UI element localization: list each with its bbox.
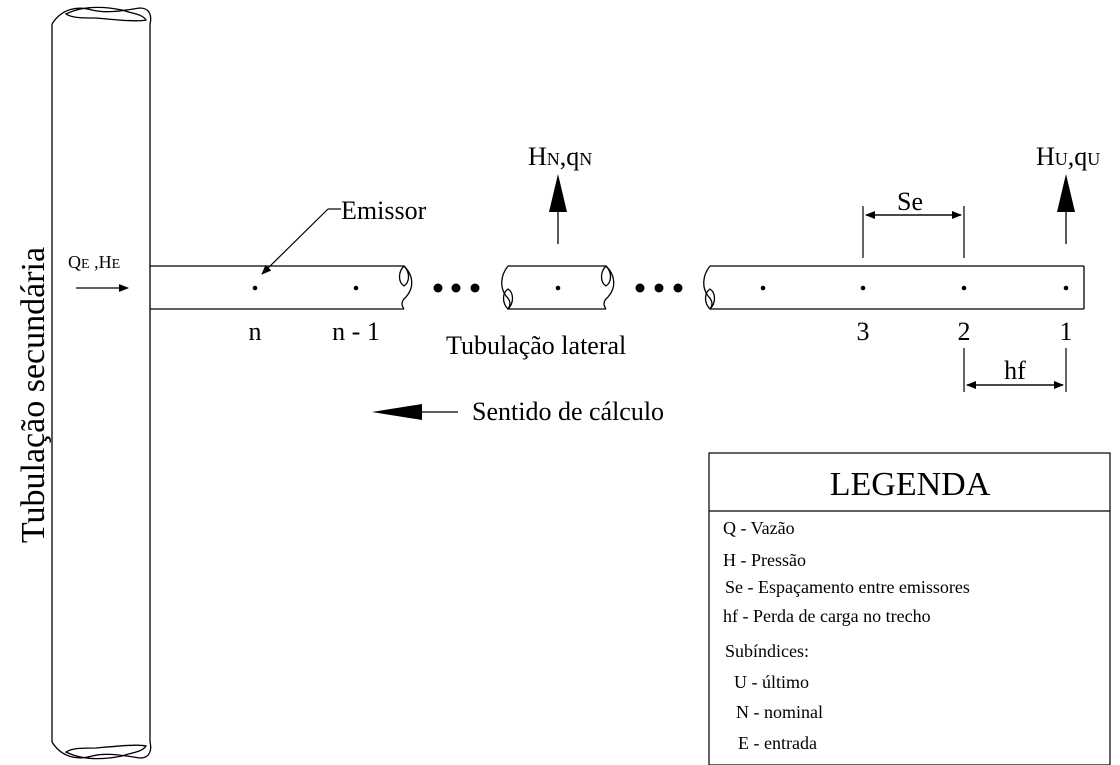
last-output-arrow [1057, 174, 1075, 244]
spacing-label: Se [897, 187, 923, 216]
inlet-label: QE ,HE [68, 252, 120, 272]
emitter-number-3: 3 [857, 317, 870, 346]
emitter-leader-arrow [261, 208, 329, 275]
legend: LEGENDA Q - Vazão H - Pressão Se - Espaç… [708, 452, 1111, 765]
emitters [252, 285, 1069, 291]
secondary-pipe-label: Tubulação secundária [15, 247, 52, 543]
continuation-dots [433, 283, 683, 293]
direction-label: Sentido de cálculo [472, 397, 664, 426]
secondary-pipe [51, 6, 152, 760]
emitter-number-n: n [249, 317, 262, 346]
nominal-output-arrow [549, 174, 567, 244]
legend-item: N - nominal [736, 702, 823, 722]
emitter-dot [760, 285, 766, 291]
headloss-label: hf [1004, 356, 1026, 385]
emitter-dot [1063, 285, 1069, 291]
legend-item: Q - Vazão [723, 518, 795, 538]
emitter-number-1: 1 [1060, 317, 1073, 346]
spacing-dimension [862, 206, 965, 258]
legend-item: Subíndices: [725, 641, 809, 661]
legend-item: H - Pressão [723, 550, 806, 570]
legend-item: E - entrada [738, 733, 817, 753]
headloss-dimension [963, 348, 1067, 392]
lateral-pipe-label: Tubulação lateral [446, 331, 626, 360]
emitter-dot [252, 285, 258, 291]
nominal-output-label: HN,qN [528, 142, 592, 171]
emitter-number-n-minus-1: n - 1 [332, 317, 380, 346]
direction-arrow [372, 404, 458, 420]
emitter-number-2: 2 [958, 317, 971, 346]
lateral-pipe [150, 265, 1085, 310]
legend-item: hf - Perda de carga no trecho [723, 606, 931, 626]
legend-title: LEGENDA [830, 466, 991, 503]
emitter-dot [555, 285, 561, 291]
legend-item: Se - Espaçamento entre emissores [725, 577, 970, 597]
last-output-label: HU,qU [1036, 142, 1100, 171]
emitter-dot [860, 285, 866, 291]
emitter-label: Emissor [341, 196, 427, 225]
emitter-dot [961, 285, 967, 291]
emitter-dot [353, 285, 359, 291]
legend-item: U - último [734, 672, 809, 692]
